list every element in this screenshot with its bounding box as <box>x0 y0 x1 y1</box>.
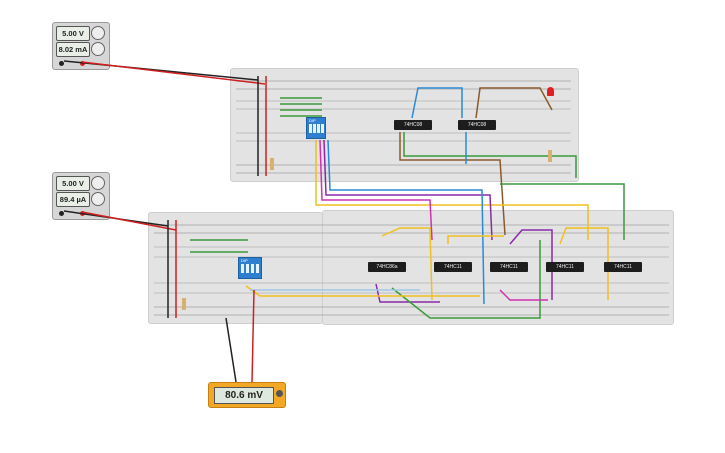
ic-chip-top-1[interactable]: 74HC08 <box>394 120 432 130</box>
ic-chip-top-2[interactable]: 74HC08 <box>458 120 496 130</box>
ic-chip-bottom-2[interactable]: 74HC11 <box>434 262 472 272</box>
supply-1-current-knob[interactable] <box>91 42 105 56</box>
multimeter[interactable]: 80.6 mV <box>208 382 286 408</box>
supply-1-voltage-knob[interactable] <box>91 26 105 40</box>
dip-switch-bottom[interactable]: DIP <box>238 257 262 279</box>
multimeter-dial-icon[interactable] <box>276 390 283 397</box>
supply-1-negative-terminal[interactable] <box>59 61 64 66</box>
supply-2-negative-terminal[interactable] <box>59 211 64 216</box>
supply-2-voltage-display: 5.00 V <box>56 176 90 191</box>
power-supply-1[interactable]: 5.00 V 8.02 mA <box>52 22 110 70</box>
wire-supply2-red <box>81 211 177 231</box>
power-supply-2[interactable]: 5.00 V 89.4 µA <box>52 172 110 220</box>
breadboard-hole-pattern <box>154 80 669 316</box>
supply-2-current-knob[interactable] <box>91 192 105 206</box>
dip-switch-top[interactable]: DIP <box>306 117 326 139</box>
supply-1-current-display: 8.02 mA <box>56 42 90 57</box>
breadboard-bottom-left[interactable] <box>148 212 323 324</box>
dip-switch-bottom-label: DIP <box>241 258 248 263</box>
ic-chip-bottom-4[interactable]: 74HC11 <box>546 262 584 272</box>
resistor-top-left <box>270 158 274 170</box>
red-led[interactable] <box>547 87 554 96</box>
supply-2-current-display: 89.4 µA <box>56 192 90 207</box>
wire-supply1-red <box>81 61 266 85</box>
multimeter-display: 80.6 mV <box>214 387 274 404</box>
ic-chip-bottom-5[interactable]: 74HC11 <box>604 262 642 272</box>
resistor-top-right <box>548 150 552 162</box>
ic-chip-bottom-1[interactable]: 74HC86a <box>368 262 406 272</box>
supply-1-voltage-display: 5.00 V <box>56 26 90 41</box>
supply-2-voltage-knob[interactable] <box>91 176 105 190</box>
resistor-bottom-left <box>182 298 186 310</box>
dip-switch-top-label: DIP <box>309 118 316 123</box>
ic-chip-bottom-3[interactable]: 74HC11 <box>490 262 528 272</box>
